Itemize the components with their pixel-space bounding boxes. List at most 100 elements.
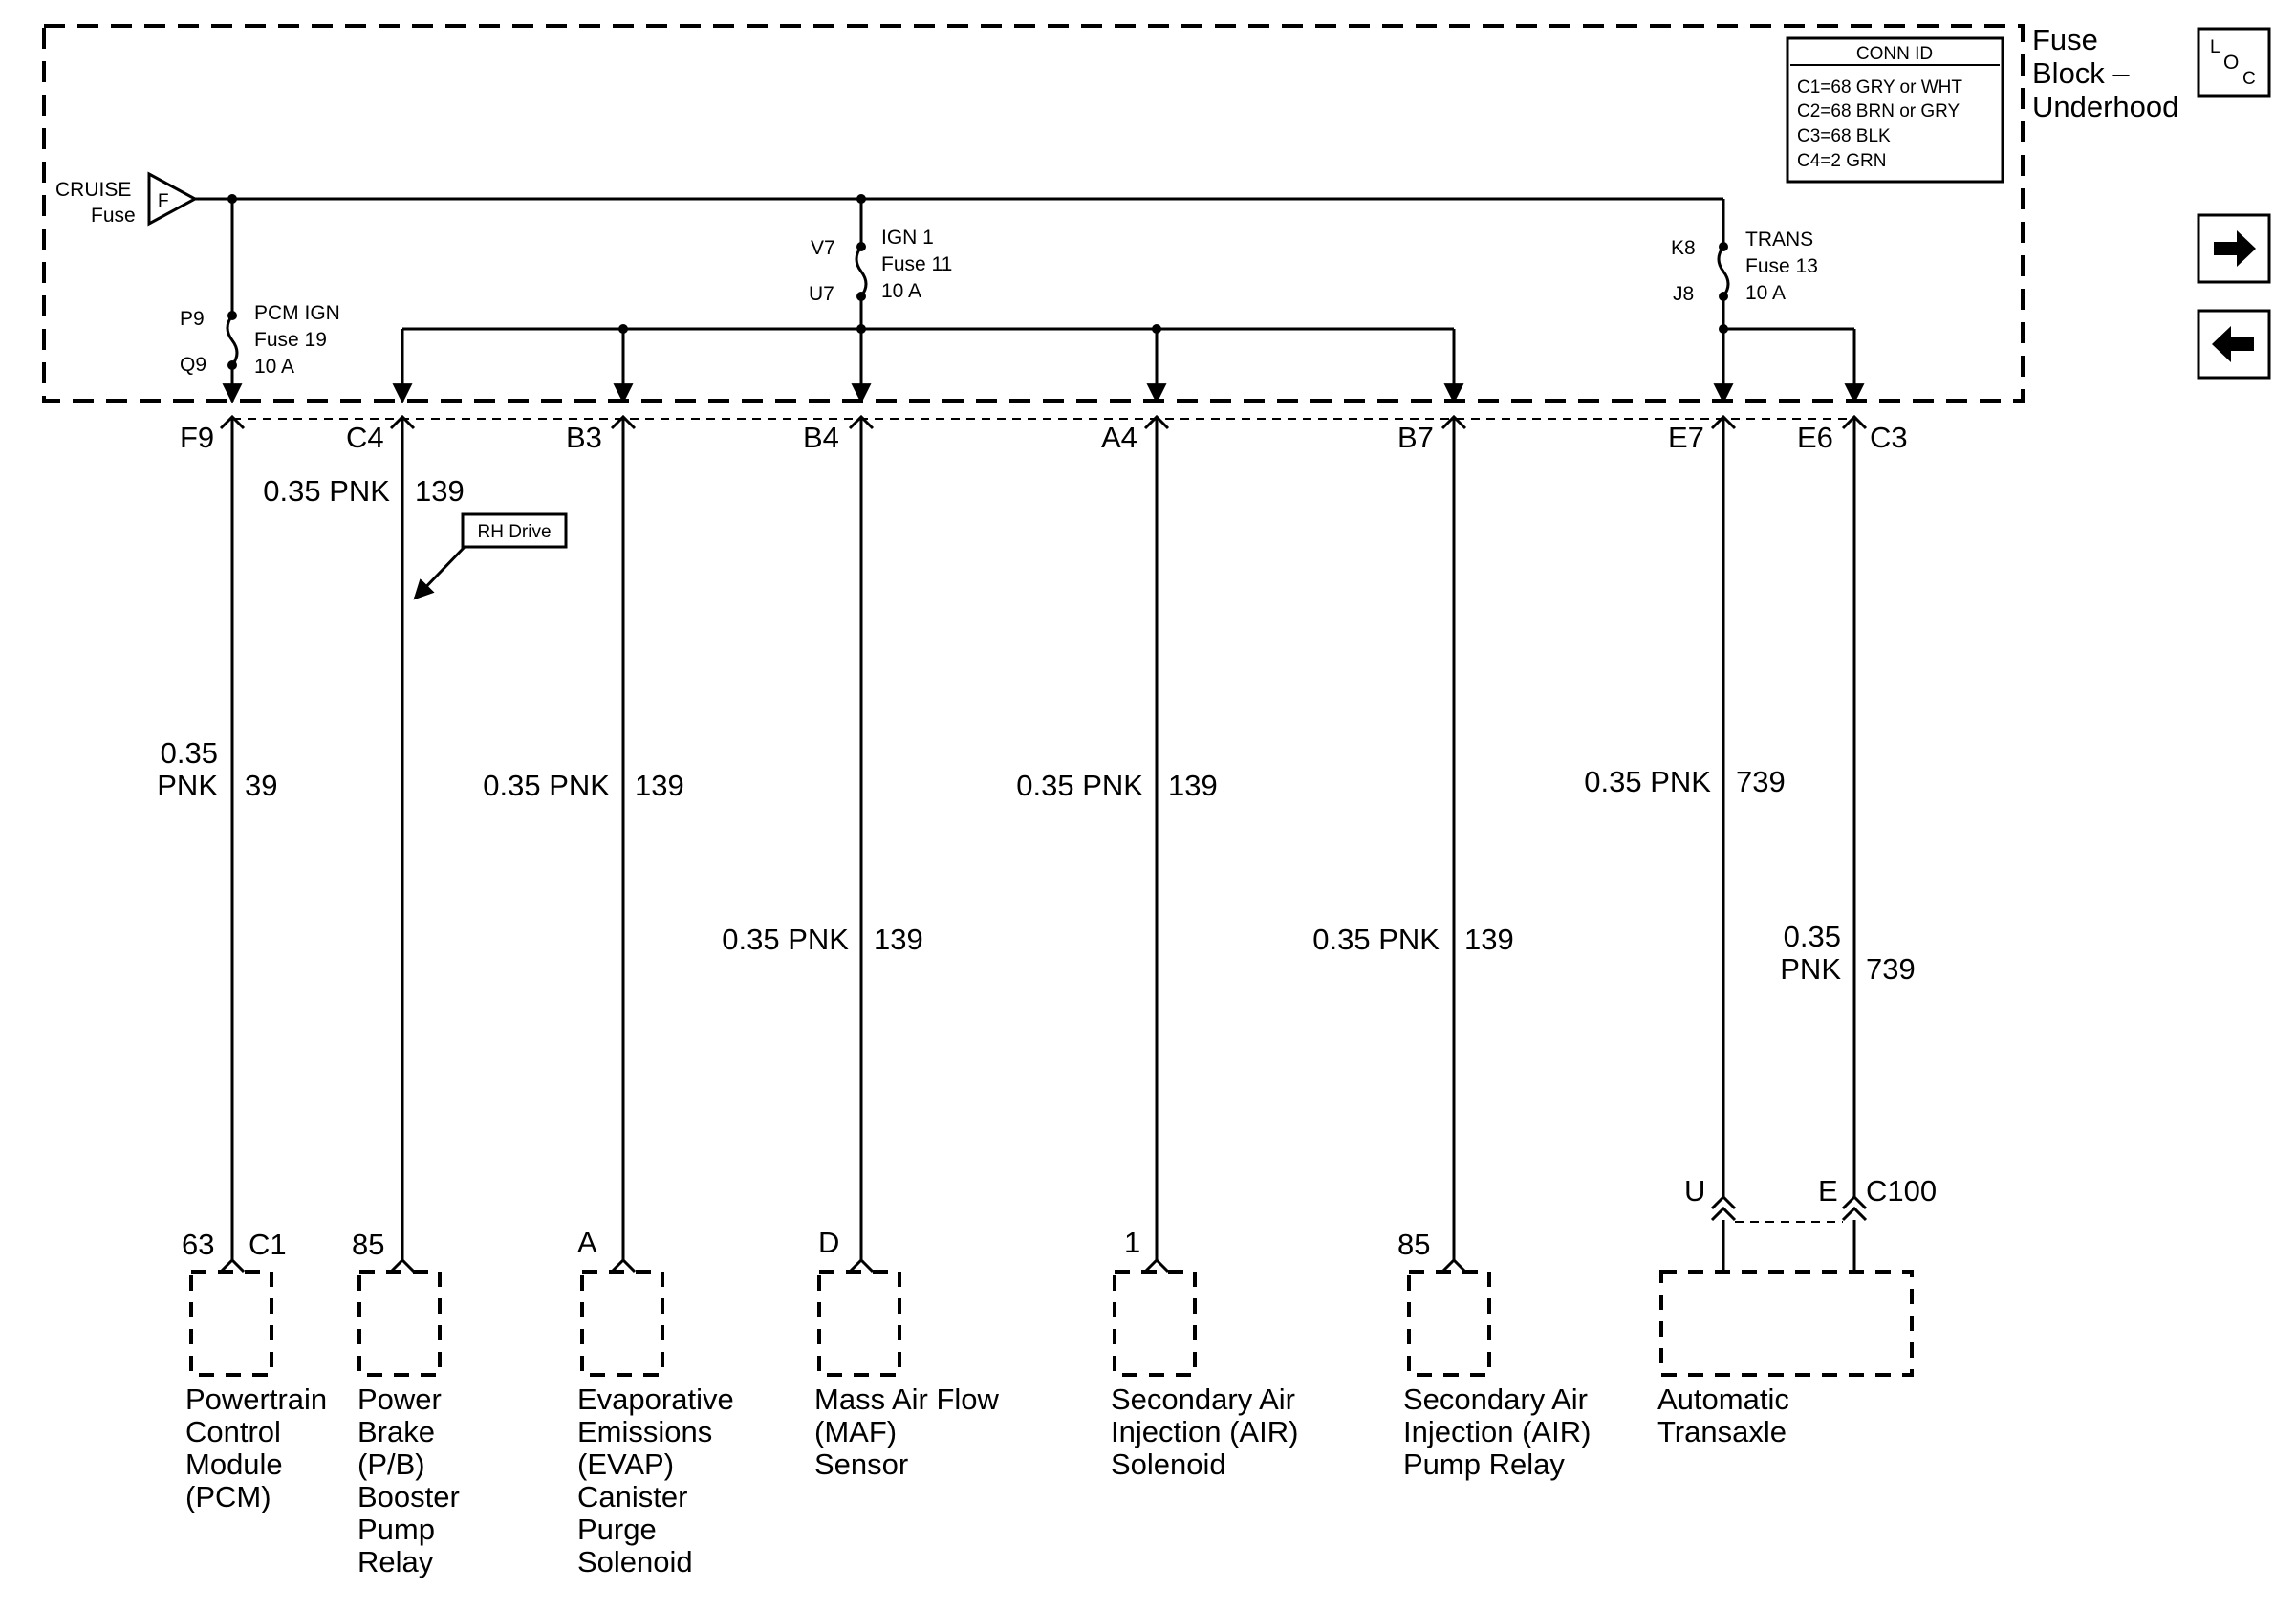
svg-text:D: D — [818, 1226, 839, 1259]
component-air-relay: Secondary Air Injection (AIR) Pump Relay — [1403, 1382, 1591, 1481]
svg-text:J8: J8 — [1673, 283, 1694, 305]
component-pcm: Powertrain Control Module (PCM) — [185, 1382, 327, 1513]
wire-runs — [219, 414, 1868, 1274]
svg-text:Purge: Purge — [577, 1513, 657, 1546]
svg-text:E: E — [1818, 1174, 1838, 1208]
rh-drive-callout: RH Drive — [413, 512, 568, 600]
power-bus — [195, 197, 1865, 404]
fuse-block-title-1: Fuse — [2032, 23, 2098, 56]
conn-id-row: C4=2 GRN — [1797, 151, 1886, 171]
svg-text:C4: C4 — [346, 421, 384, 454]
svg-text:Solenoid: Solenoid — [1111, 1448, 1226, 1481]
next-page-button[interactable] — [2197, 213, 2271, 284]
svg-text:10 A: 10 A — [254, 356, 294, 378]
svg-text:U: U — [1684, 1174, 1705, 1208]
svg-text:Q9: Q9 — [180, 354, 206, 376]
svg-text:Pump Relay: Pump Relay — [1403, 1448, 1565, 1481]
component-maf: Mass Air Flow (MAF) Sensor — [814, 1382, 1000, 1481]
svg-text:Automatic: Automatic — [1657, 1382, 1789, 1416]
svg-text:Secondary Air: Secondary Air — [1111, 1382, 1295, 1416]
maf-box — [817, 1270, 901, 1377]
svg-text:Pump: Pump — [357, 1513, 435, 1546]
junction-dots — [227, 194, 1728, 370]
svg-text:(PCM): (PCM) — [185, 1480, 271, 1513]
svg-text:CRUISE: CRUISE — [55, 179, 131, 201]
svg-text:0.35: 0.35 — [161, 736, 218, 770]
svg-text:O: O — [2223, 52, 2239, 74]
svg-text:Transaxle: Transaxle — [1657, 1415, 1787, 1448]
svg-text:10 A: 10 A — [881, 280, 921, 302]
svg-text:C3: C3 — [1870, 421, 1908, 454]
svg-text:C: C — [2242, 69, 2256, 89]
svg-text:0.35 PNK: 0.35 PNK — [722, 923, 849, 956]
svg-text:E7: E7 — [1668, 421, 1704, 454]
fuse-block-outline — [42, 24, 2025, 403]
svg-text:Module: Module — [185, 1448, 283, 1481]
svg-text:Solenoid: Solenoid — [577, 1545, 693, 1578]
svg-text:139: 139 — [874, 923, 923, 956]
conn-id-row: C3=68 BLK — [1797, 126, 1891, 146]
svg-text:(EVAP): (EVAP) — [577, 1448, 674, 1481]
svg-text:RH Drive: RH Drive — [477, 522, 551, 542]
svg-text:E6: E6 — [1797, 421, 1833, 454]
svg-text:V7: V7 — [811, 237, 835, 259]
wire-labels: 0.35 PNK 39 0.35 PNK 139 0.35 PNK 139 0.… — [157, 474, 1915, 986]
svg-text:Secondary Air: Secondary Air — [1403, 1382, 1588, 1416]
fuse-block-title-2: Block – — [2032, 56, 2130, 90]
component-transaxle: Automatic Transaxle — [1657, 1382, 1789, 1448]
svg-text:PNK: PNK — [1780, 952, 1841, 986]
pcm-box — [189, 1270, 273, 1377]
svg-text:Injection (AIR): Injection (AIR) — [1111, 1415, 1298, 1448]
component-evap: Evaporative Emissions (EVAP) Canister Pu… — [577, 1382, 734, 1578]
loc-icon[interactable]: L O C — [2197, 27, 2271, 98]
svg-text:1: 1 — [1124, 1226, 1140, 1259]
svg-text:A: A — [577, 1226, 597, 1259]
svg-text:0.35 PNK: 0.35 PNK — [483, 769, 610, 802]
svg-text:C100: C100 — [1866, 1174, 1937, 1208]
svg-text:(P/B): (P/B) — [357, 1448, 425, 1481]
svg-text:Canister: Canister — [577, 1480, 687, 1513]
svg-text:Emissions: Emissions — [577, 1415, 712, 1448]
svg-text:IGN 1: IGN 1 — [881, 227, 934, 249]
prev-page-button[interactable] — [2197, 309, 2271, 380]
conn-id-row: C1=68 GRY or WHT — [1797, 77, 1962, 98]
svg-text:P9: P9 — [180, 308, 205, 330]
transaxle-box — [1659, 1270, 1914, 1377]
svg-text:B7: B7 — [1397, 421, 1434, 454]
svg-text:Relay: Relay — [357, 1545, 434, 1578]
svg-text:Sensor: Sensor — [814, 1448, 908, 1481]
conn-id-row: C2=68 BRN or GRY — [1797, 101, 1960, 121]
svg-text:739: 739 — [1866, 952, 1916, 986]
svg-text:Fuse 13: Fuse 13 — [1745, 255, 1818, 277]
svg-text:Fuse: Fuse — [91, 205, 136, 227]
svg-text:PCM IGN: PCM IGN — [254, 302, 340, 324]
svg-text:TRANS: TRANS — [1745, 229, 1813, 250]
air-relay-box — [1407, 1270, 1491, 1377]
fuse-block-title-3: Underhood — [2032, 90, 2178, 123]
arrow-left-icon — [2212, 326, 2254, 362]
svg-text:Brake: Brake — [357, 1415, 435, 1448]
fuse-ign1: V7 U7 IGN 1 Fuse 11 10 A — [809, 227, 952, 305]
svg-text:(MAF): (MAF) — [814, 1415, 897, 1448]
conn-id-heading: CONN ID — [1856, 44, 1933, 64]
svg-text:0.35 PNK: 0.35 PNK — [1016, 769, 1143, 802]
svg-text:139: 139 — [1464, 923, 1514, 956]
svg-text:139: 139 — [415, 474, 465, 508]
component-pb-relay: Power Brake (P/B) Booster Pump Relay — [357, 1382, 460, 1578]
svg-text:10 A: 10 A — [1745, 282, 1786, 304]
arrow-right-icon — [2214, 230, 2256, 267]
svg-text:Evaporative: Evaporative — [577, 1382, 734, 1416]
component-pin-labels: 63 C1 85 A D 1 85 U E C100 — [182, 1174, 1937, 1261]
svg-text:U7: U7 — [809, 283, 834, 305]
svg-text:139: 139 — [1168, 769, 1218, 802]
svg-text:F9: F9 — [180, 421, 214, 454]
svg-text:Power: Power — [357, 1382, 442, 1416]
evap-box — [580, 1270, 664, 1377]
cruise-fuse: CRUISE Fuse F — [55, 171, 199, 227]
svg-text:Mass Air Flow: Mass Air Flow — [814, 1382, 1000, 1416]
svg-text:A4: A4 — [1101, 421, 1137, 454]
air-solenoid-box — [1113, 1270, 1197, 1377]
fuse-pcm-ign: P9 Q9 PCM IGN Fuse 19 10 A — [180, 302, 340, 378]
svg-text:B3: B3 — [566, 421, 602, 454]
